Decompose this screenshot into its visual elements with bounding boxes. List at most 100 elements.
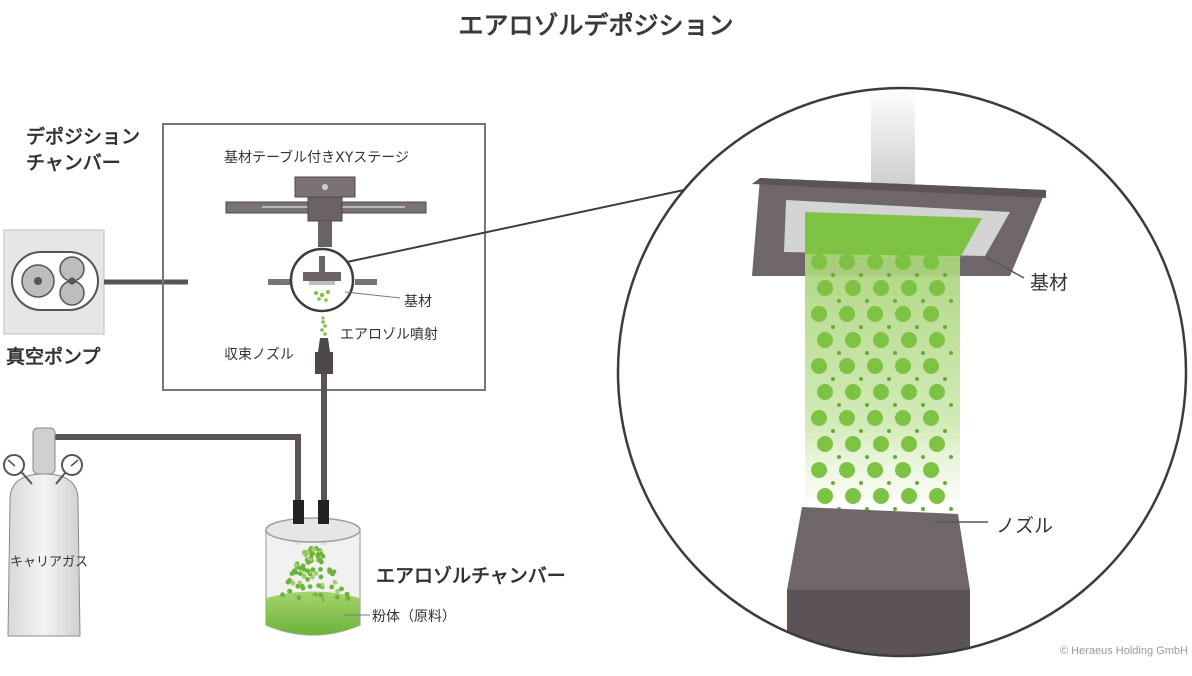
aerosol-particle <box>293 562 299 568</box>
particle <box>929 384 945 400</box>
aerosol-particle <box>280 592 285 598</box>
particle-small <box>859 481 863 485</box>
particle-small <box>915 429 919 433</box>
aerosol-particle <box>339 586 344 592</box>
particle <box>923 462 939 478</box>
particle <box>873 384 889 400</box>
particle-small <box>915 481 919 485</box>
particle <box>923 358 939 374</box>
particle <box>929 436 945 452</box>
particle <box>817 332 833 348</box>
aerosol-particle <box>296 595 302 601</box>
zoom-connector <box>346 189 685 263</box>
aerosol-particle <box>313 571 319 576</box>
particle <box>811 410 827 426</box>
particle <box>817 436 833 452</box>
aerosol-jet-label: エアロゾル噴射 <box>340 327 438 343</box>
vacuum-pump <box>3 229 105 335</box>
aerosol-particle <box>307 584 313 589</box>
particle-small <box>943 429 947 433</box>
particle-small <box>893 455 897 459</box>
particle <box>867 306 883 322</box>
particle-small <box>949 299 953 303</box>
particle-small <box>943 377 947 381</box>
aerosol-particle <box>295 583 301 589</box>
particle <box>929 280 945 296</box>
particle-small <box>859 429 863 433</box>
aerosol-particle <box>323 597 329 602</box>
particle-small <box>859 273 863 277</box>
particle <box>895 254 911 270</box>
particle-small <box>915 377 919 381</box>
particle-small <box>921 403 925 407</box>
particle <box>895 358 911 374</box>
particle <box>901 280 917 296</box>
particle-small <box>943 325 947 329</box>
aerosol-particle <box>331 569 337 575</box>
particle <box>839 462 855 478</box>
aerosol-particle <box>287 588 293 594</box>
particle <box>873 436 889 452</box>
aerosol-particle <box>332 579 338 585</box>
aerosol-particle <box>318 567 323 572</box>
aerosol-particle <box>305 577 310 582</box>
particle <box>839 410 855 426</box>
particle-small <box>887 325 891 329</box>
particle-small <box>949 403 953 407</box>
aerosol-particle <box>345 596 351 601</box>
carrier-gas-cylinder <box>3 427 83 637</box>
particle <box>929 488 945 504</box>
xy-stage-label: 基材テーブル付きXYステージ <box>224 150 410 166</box>
aerosol-chamber <box>265 500 361 636</box>
aerosol-particle <box>334 594 340 600</box>
substrate-large-label: 基材 <box>1030 272 1069 294</box>
aerosol-particle <box>327 567 332 573</box>
vacuum-pump-label: 真空ポンプ <box>6 346 101 368</box>
aerosol-jet <box>320 316 327 336</box>
chamber-particles <box>280 546 351 602</box>
aerosol-particle <box>305 560 311 565</box>
particle <box>901 436 917 452</box>
aerosol-particle <box>318 574 324 580</box>
particle-small <box>887 273 891 277</box>
particle-small <box>921 351 925 355</box>
particle <box>811 254 827 270</box>
copyright-notice: © Heraeus Holding GmbH <box>1060 645 1188 657</box>
particle-small <box>893 299 897 303</box>
gas-pipes <box>52 374 327 545</box>
focusing-nozzle <box>315 338 333 374</box>
aerosol-particle <box>305 550 311 555</box>
particle-small <box>831 429 835 433</box>
particle <box>845 332 861 348</box>
aerosol-particle <box>300 584 305 589</box>
particle-small <box>831 481 835 485</box>
substrate-small-label: 基材 <box>404 294 432 310</box>
particle-small <box>859 325 863 329</box>
aerosol-particle <box>317 557 323 563</box>
particle <box>811 358 827 374</box>
page-title: エアロゾルデポジション <box>458 11 734 40</box>
aerosol-particle <box>306 596 311 602</box>
particle <box>811 462 827 478</box>
particle-small <box>887 481 891 485</box>
particle-small <box>837 299 841 303</box>
particle <box>923 254 939 270</box>
aerosol-particle <box>308 591 314 597</box>
aerosol-chamber-label: エアロゾルチャンバー <box>376 565 566 587</box>
particle-small <box>865 299 869 303</box>
particle <box>901 384 917 400</box>
particle-small <box>831 377 835 381</box>
aerosol-particle <box>316 583 322 588</box>
particle <box>839 358 855 374</box>
nozzle-large-label: ノズル <box>996 515 1054 537</box>
zoom-detail <box>752 88 1046 656</box>
particle-small <box>893 507 897 511</box>
particle <box>901 332 917 348</box>
particle-small <box>837 403 841 407</box>
aerosol-particle <box>290 580 296 586</box>
particle <box>873 488 889 504</box>
particle <box>817 280 833 296</box>
aerosol-particle <box>292 568 297 574</box>
particle <box>895 410 911 426</box>
